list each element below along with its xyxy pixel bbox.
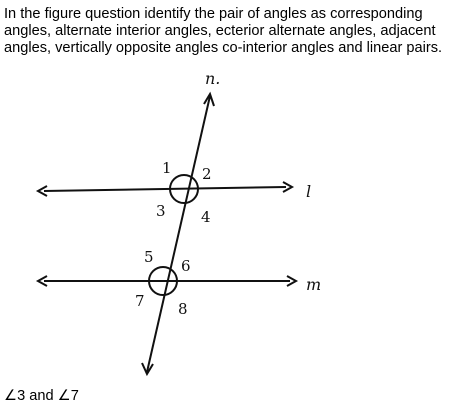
angle-label-2: 2: [202, 165, 212, 183]
transversal-top-arrow: [203, 91, 215, 107]
angle-label-1: 1: [162, 159, 172, 177]
line-l-right-arrow: [282, 181, 295, 193]
transversal-bottom-arrow: [141, 362, 154, 377]
angle-label-7: 7: [135, 292, 145, 310]
angle-label-5: 5: [144, 248, 154, 266]
line-m-left-arrow: [35, 275, 48, 287]
angle-label-4: 4: [201, 208, 211, 226]
transversal-label: n.: [205, 69, 220, 88]
line-m-label: m: [306, 275, 321, 294]
line-m-right-arrow: [286, 275, 299, 287]
angle-arc-bottom-intersection: [148, 266, 178, 296]
answer-text: ∠3 and ∠7: [4, 388, 79, 404]
angle-label-8: 8: [178, 300, 188, 318]
line-l: [43, 186, 287, 192]
line-l-left-arrow: [35, 185, 48, 197]
angle-label-3: 3: [156, 202, 166, 220]
angle-arc-top-intersection: [169, 174, 199, 204]
line-l-label: l: [306, 182, 311, 201]
angle-label-6: 6: [181, 257, 191, 275]
question-text: In the figure question identify the pair…: [4, 6, 443, 56]
transversal-n: [146, 95, 211, 373]
